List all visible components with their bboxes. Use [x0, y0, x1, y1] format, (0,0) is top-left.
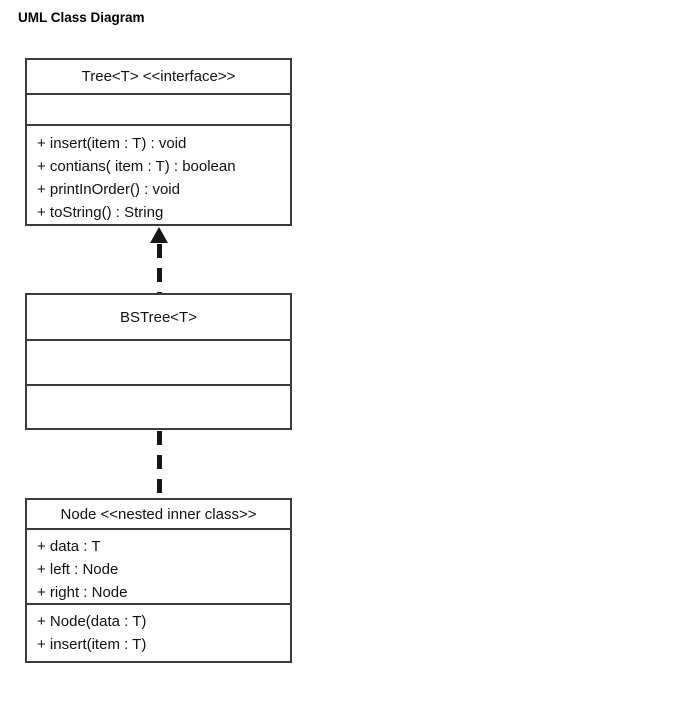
- method-item: + insert(item : T): [37, 636, 147, 653]
- methods-compartment: + Node(data : T) + insert(item : T): [27, 605, 290, 661]
- attribute-item: + left : Node: [37, 561, 119, 578]
- attributes-compartment-empty: [27, 341, 290, 386]
- class-name-header: Node <<nested inner class>>: [27, 500, 290, 530]
- diagram-title: UML Class Diagram: [18, 10, 145, 25]
- methods-compartment-empty: [27, 386, 290, 428]
- class-name-label: BSTree<T>: [120, 308, 197, 326]
- attributes-compartment: + data : T + left : Node + right : Node: [27, 530, 290, 605]
- class-box-bstree: BSTree<T>: [25, 293, 292, 430]
- attributes-compartment-empty: [27, 95, 290, 126]
- class-name-label: Node <<nested inner class>>: [60, 505, 257, 523]
- method-item: + Node(data : T): [37, 613, 147, 630]
- dashed-realization-connector: [157, 244, 162, 293]
- class-name-header: BSTree<T>: [27, 295, 290, 341]
- class-box-node: Node <<nested inner class>> + data : T +…: [25, 498, 292, 663]
- attribute-item: + right : Node: [37, 584, 128, 601]
- class-box-tree-interface: Tree<T> <<interface>> + insert(item : T)…: [25, 58, 292, 226]
- attribute-item: + data : T: [37, 538, 101, 555]
- methods-compartment: + insert(item : T) : void + contians( it…: [27, 126, 290, 224]
- method-item: + contians( item : T) : boolean: [37, 158, 236, 175]
- dashed-nesting-connector: [157, 431, 162, 497]
- method-item: + printInOrder() : void: [37, 181, 180, 198]
- method-item: + insert(item : T) : void: [37, 135, 187, 152]
- method-item: + toString() : String: [37, 204, 164, 221]
- class-name-label: Tree<T> <<interface>>: [81, 68, 236, 85]
- realization-arrowhead-icon: [150, 227, 168, 243]
- class-name-header: Tree<T> <<interface>>: [27, 60, 290, 95]
